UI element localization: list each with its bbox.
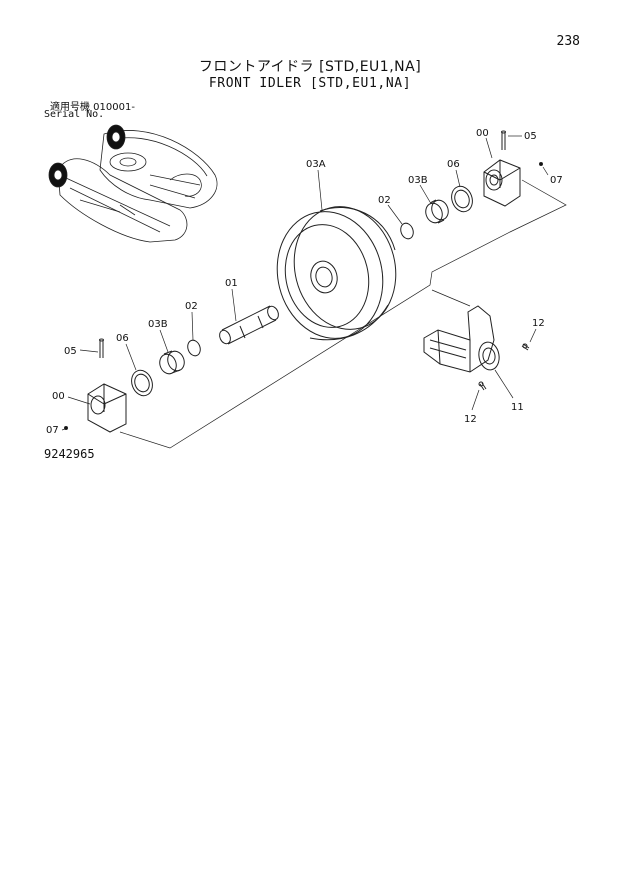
callout-12-bottom: 12: [464, 414, 477, 425]
callout-12-top: 12: [532, 318, 545, 329]
callout-03B-top: 03B: [408, 175, 428, 186]
shaft-01: [219, 305, 279, 345]
bolt-12-bottom: [478, 381, 487, 391]
callout-00-left: 00: [52, 391, 65, 402]
bracket-11: [423, 305, 500, 373]
drawing-number: 9242965: [44, 447, 95, 461]
bushing-03B-right: [425, 199, 449, 224]
serial-applicability-japanese: 適用号機 010001-: [50, 102, 135, 113]
page-title-japanese: フロントアイドラ [STD,EU1,NA]: [198, 59, 422, 75]
callout-07-top: 07: [550, 175, 563, 186]
pin-05-left: [99, 338, 104, 358]
callout-06-left: 06: [116, 333, 129, 344]
serial-number-label: Serial No.: [44, 109, 105, 120]
callout-02-left: 02: [185, 301, 198, 312]
seal-06-right: [451, 185, 473, 213]
seal-06-left: [131, 369, 153, 397]
bushing-03B-left: [159, 350, 185, 375]
callout-06-top: 06: [447, 159, 460, 170]
bearing-housing-00-right: [483, 159, 521, 207]
o-ring-02-left: [187, 339, 201, 357]
callout-03B-left: 03B: [148, 319, 168, 330]
callout-05-left: 05: [64, 346, 77, 357]
leader-lines: [61, 135, 549, 431]
plug-07-left: [64, 426, 68, 430]
o-ring-02-right: [400, 222, 414, 240]
callout-00-top: 00: [476, 128, 489, 139]
bolt-12-top: [521, 343, 530, 351]
callout-07-left: 07: [46, 425, 59, 436]
idler-wheel-03A: [276, 206, 397, 341]
callout-05-top: 05: [524, 131, 537, 142]
page-title-english: FRONT IDLER [STD,EU1,NA]: [208, 76, 412, 91]
bearing-housing-00-left: [87, 383, 127, 433]
callout-03A: 03A: [306, 159, 326, 170]
callout-01: 01: [225, 278, 238, 289]
page-number: 238: [556, 34, 580, 49]
callout-11: 11: [511, 402, 524, 413]
assembly-outline: [119, 179, 567, 449]
undercarriage-thumbnail: [48, 124, 218, 243]
callout-02-top: 02: [378, 195, 391, 206]
plug-07-right: [539, 162, 543, 166]
pin-05-right: [501, 130, 506, 150]
